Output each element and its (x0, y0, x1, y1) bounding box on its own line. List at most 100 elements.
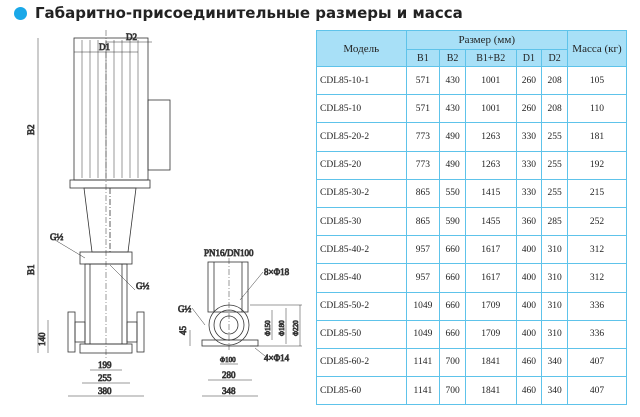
value-cell: 1263 (464, 150, 517, 180)
model-cell: CDL85-20-2 (316, 122, 407, 152)
value-cell: 700 (439, 376, 466, 406)
value-cell: 490 (439, 122, 466, 152)
value-cell: 1001 (464, 65, 517, 96)
value-cell: 310 (541, 291, 568, 321)
model-cell: CDL85-60-2 (316, 347, 407, 378)
value-cell: 430 (439, 94, 466, 124)
value-cell: 1617 (464, 235, 517, 265)
value-cell: 400 (515, 291, 543, 321)
value-cell: 571 (405, 94, 441, 124)
value-cell: 192 (567, 150, 627, 180)
value-cell: 550 (439, 178, 466, 208)
value-cell: 330 (515, 150, 543, 180)
value-cell: 310 (541, 235, 568, 265)
value-cell: 1141 (405, 376, 441, 406)
label-45: 45 (178, 326, 188, 336)
header-mass: Масса (кг) (567, 30, 627, 67)
value-cell: 105 (567, 65, 627, 96)
title-text: Габаритно-присоединительные размеры и ма… (35, 4, 463, 22)
value-cell: 1049 (405, 291, 441, 321)
label-140: 140 (37, 332, 47, 346)
value-cell: 400 (515, 235, 543, 265)
header-model: Модель (316, 30, 407, 67)
value-cell: 660 (439, 319, 466, 349)
value-cell: 660 (439, 263, 466, 293)
value-cell: 400 (515, 319, 543, 349)
value-cell: 865 (405, 206, 441, 237)
value-cell: 260 (515, 65, 543, 96)
label-199: 199 (98, 360, 112, 370)
dimensions-table: Модель Размер (мм) Масса (кг) B1 B2 B1+B… (316, 30, 627, 406)
label-280: 280 (222, 370, 236, 380)
value-cell: 660 (439, 235, 466, 265)
value-cell: 215 (567, 178, 627, 208)
value-cell: 571 (405, 65, 441, 96)
value-cell: 865 (405, 178, 441, 208)
label-b2: B2 (26, 124, 36, 135)
label-8xd18: 8×Φ18 (264, 267, 290, 277)
value-cell: 460 (515, 376, 543, 406)
value-cell: 660 (439, 291, 466, 321)
value-cell: 255 (541, 150, 568, 180)
header-d2: D2 (541, 49, 568, 67)
label-d1: D1 (99, 42, 110, 52)
model-cell: CDL85-40 (316, 263, 407, 293)
value-cell: 310 (541, 263, 568, 293)
label-d180: Φ180 (278, 320, 286, 336)
value-cell: 340 (541, 347, 568, 378)
value-cell: 1049 (405, 319, 441, 349)
label-d150: Φ150 (264, 320, 272, 336)
value-cell: 1709 (464, 291, 517, 321)
header-b1: B1 (405, 49, 441, 67)
value-cell: 310 (541, 319, 568, 349)
model-cell: CDL85-10 (316, 94, 407, 124)
value-cell: 773 (405, 122, 441, 152)
value-cell: 340 (541, 376, 568, 406)
model-cell: CDL85-30-2 (316, 178, 407, 208)
value-cell: 312 (567, 263, 627, 293)
pump-dimension-drawing: D1 D2 B2 B1 G½ G½ 140 199 255 380 PN16/D… (26, 30, 302, 396)
value-cell: 181 (567, 122, 627, 152)
label-d100: Φ100 (220, 356, 236, 364)
value-cell: 460 (515, 347, 543, 378)
value-cell: 330 (515, 178, 543, 208)
value-cell: 1841 (464, 376, 517, 406)
value-cell: 252 (567, 206, 627, 237)
value-cell: 336 (567, 291, 627, 321)
value-cell: 1415 (464, 178, 517, 208)
label-d2: D2 (126, 32, 137, 42)
label-g-mid: G½ (136, 281, 149, 291)
header-size: Размер (мм) (405, 30, 569, 50)
value-cell: 1617 (464, 263, 517, 293)
value-cell: 1709 (464, 319, 517, 349)
value-cell: 1841 (464, 347, 517, 378)
label-348: 348 (222, 386, 236, 396)
value-cell: 360 (515, 206, 543, 237)
label-4xd14: 4×Φ14 (264, 353, 290, 363)
value-cell: 1001 (464, 94, 517, 124)
model-cell: CDL85-50 (316, 319, 407, 349)
section-title: Габаритно-присоединительные размеры и ма… (14, 4, 463, 22)
label-d220: Φ220 (292, 320, 300, 336)
value-cell: 336 (567, 319, 627, 349)
pump-front-view: D1 D2 B2 B1 G½ G½ 140 199 255 380 (26, 30, 171, 396)
value-cell: 490 (439, 150, 466, 180)
model-cell: CDL85-40-2 (316, 235, 407, 265)
model-cell: CDL85-30 (316, 206, 407, 237)
value-cell: 957 (405, 235, 441, 265)
label-380: 380 (98, 386, 112, 396)
value-cell: 1455 (464, 206, 517, 237)
value-cell: 1263 (464, 122, 517, 152)
value-cell: 110 (567, 94, 627, 124)
